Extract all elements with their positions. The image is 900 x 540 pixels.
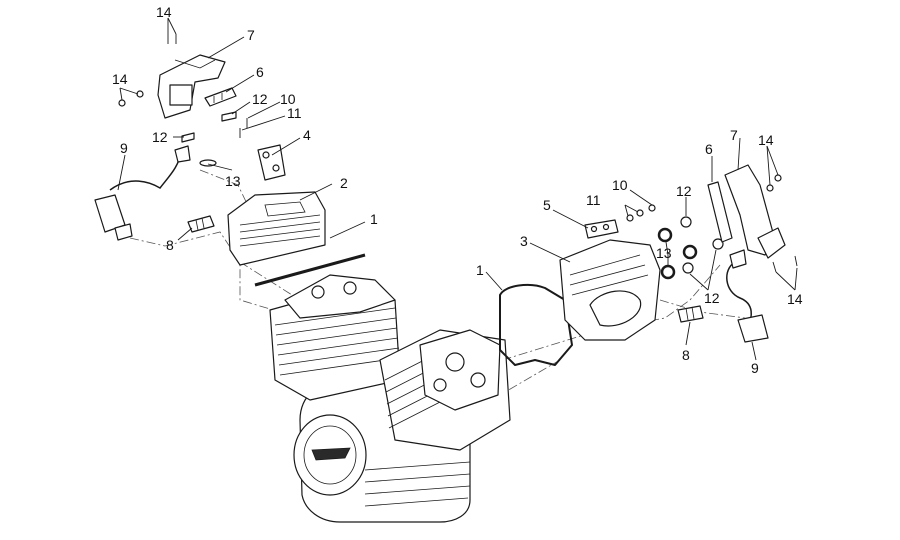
engine-assembly <box>269 274 511 523</box>
callout-right-1: 1 <box>476 262 484 278</box>
part-14-left-screw-side <box>118 99 126 107</box>
part-4-left-fastener-strip <box>257 144 286 181</box>
part-7-right-ignition-bracket <box>724 164 786 259</box>
callout-right-11: 11 <box>586 192 601 208</box>
part-13-right-seal-b <box>660 264 676 280</box>
part-9-right-ht-lead <box>726 249 769 343</box>
callouts: 14 7 14 6 12 10 11 12 4 9 13 2 1 8 7 14 … <box>112 4 803 376</box>
callout-left-10: 10 <box>280 91 296 107</box>
part-2-left-valve-cover <box>227 191 326 266</box>
part-10-right-screw <box>648 204 656 212</box>
cover-logo <box>311 447 351 461</box>
leader-lines <box>117 17 798 361</box>
callout-left-14-top: 14 <box>156 4 172 20</box>
left-cylinder-fins <box>274 307 400 376</box>
part-14-right-screw-bottom <box>772 261 777 273</box>
callout-left-8: 8 <box>166 237 174 253</box>
part-13-left-seal <box>199 159 217 167</box>
callout-right-6: 6 <box>705 141 713 157</box>
callout-left-1: 1 <box>370 211 378 227</box>
callout-left-14-side: 14 <box>112 71 128 87</box>
callout-left-6: 6 <box>256 64 264 80</box>
callout-right-8: 8 <box>682 347 690 363</box>
part-11-right-screw <box>626 214 634 222</box>
left-cylinder-head-top <box>284 274 396 319</box>
part-12-right-washer-top <box>680 216 692 228</box>
callout-right-14-bottom: 14 <box>787 291 803 307</box>
part-12-left-clip-a <box>221 111 237 122</box>
callout-right-12-top: 12 <box>676 183 692 199</box>
callout-right-7: 7 <box>730 127 738 143</box>
part-8-right-spark-plug <box>677 305 704 323</box>
callout-left-13: 13 <box>225 173 241 189</box>
callout-left-9: 9 <box>120 140 128 156</box>
callout-right-14-top: 14 <box>758 132 774 148</box>
callout-right-3: 3 <box>520 233 528 249</box>
part-14-right-screw-top <box>774 174 782 182</box>
part-9-left-ht-lead <box>94 145 191 241</box>
callout-left-4: 4 <box>303 127 311 143</box>
part-6-left-connector <box>204 87 237 107</box>
part-8-left-spark-plug <box>187 215 215 233</box>
part-3-right-valve-cover <box>559 239 661 341</box>
callout-left-12-a: 12 <box>252 91 268 107</box>
part-1-left-gasket <box>254 253 366 287</box>
callout-left-2: 2 <box>340 175 348 191</box>
callout-left-11: 11 <box>287 105 302 121</box>
callout-right-12-bottom: 12 <box>704 290 720 306</box>
callout-right-13: 13 <box>656 245 672 261</box>
callout-right-10: 10 <box>612 177 628 193</box>
part-1-right-gasket <box>499 283 573 366</box>
part-12-right-washer-bottom <box>682 262 694 274</box>
callout-right-9: 9 <box>751 360 759 376</box>
part-5-right-fastener-strip <box>584 219 619 239</box>
part-13-right-seal-a <box>657 227 673 243</box>
callout-left-12-b: 12 <box>152 129 168 145</box>
callout-left-7: 7 <box>247 27 255 43</box>
part-6-right-connector <box>707 181 733 243</box>
part-12-left-clip-b <box>181 132 195 143</box>
callout-right-5: 5 <box>543 197 551 213</box>
part-7-left-ignition-bracket <box>157 54 226 119</box>
